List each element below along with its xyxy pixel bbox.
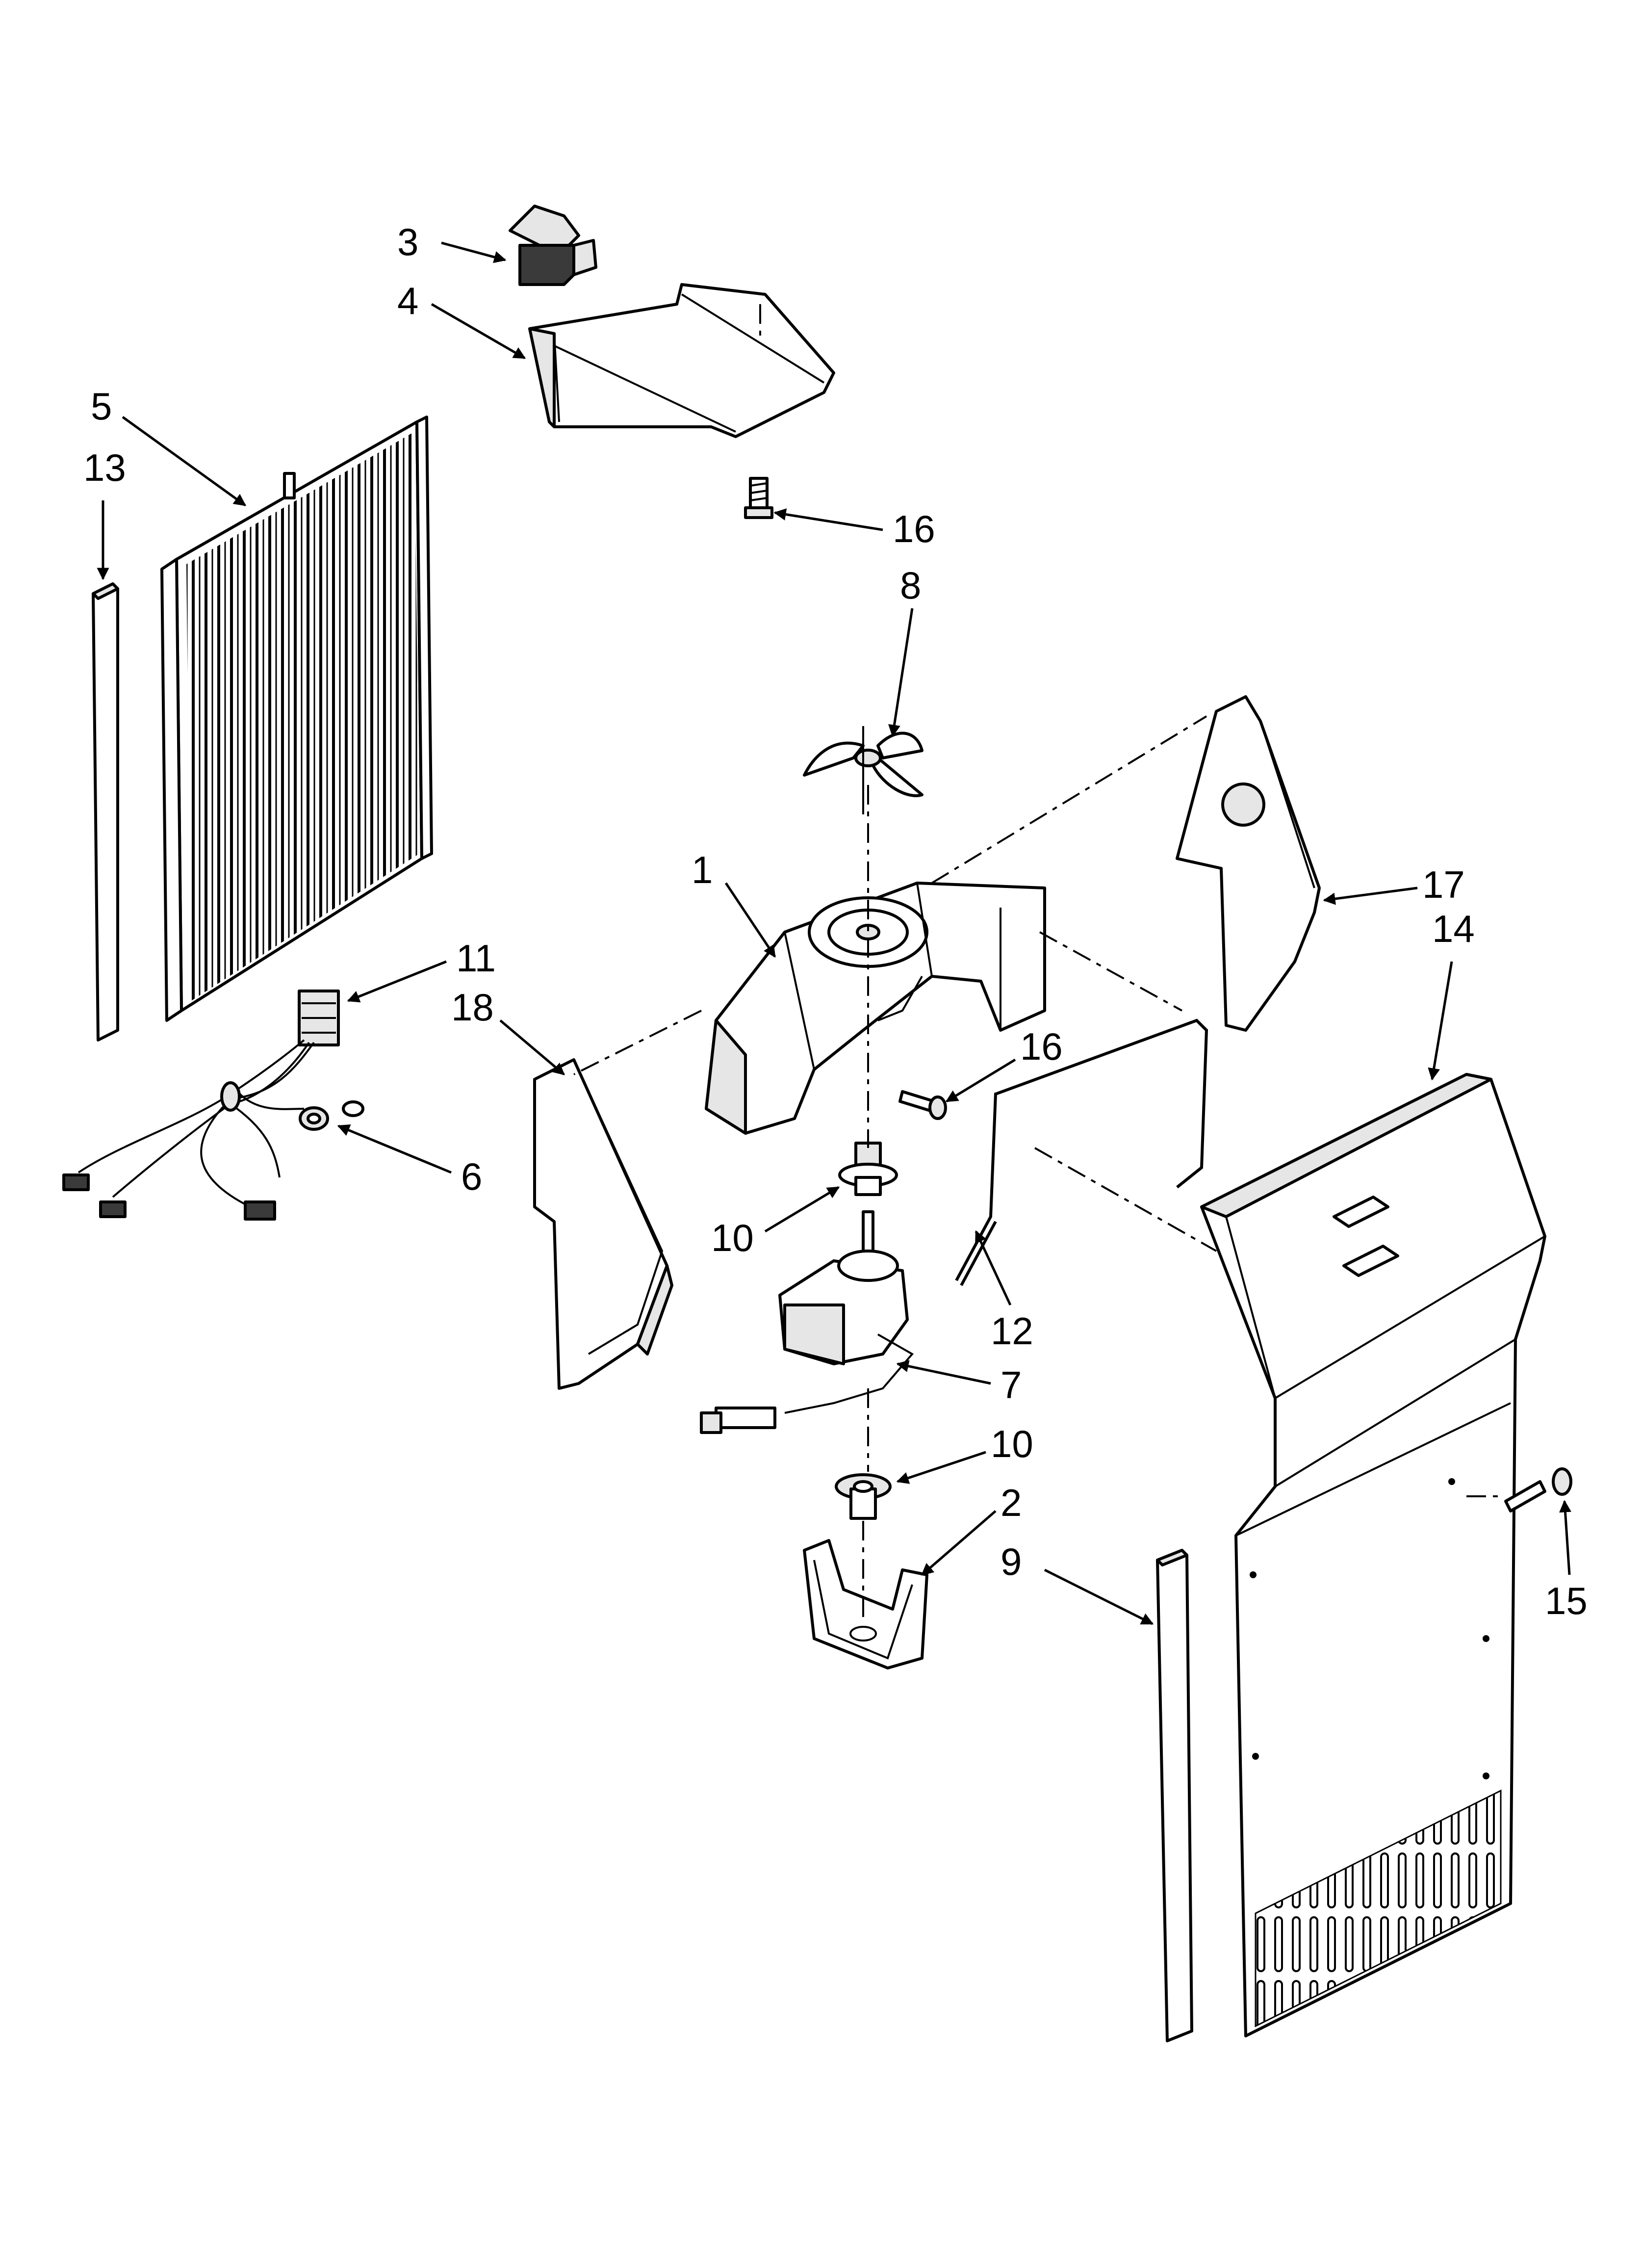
callout-18: 18 — [451, 986, 494, 1029]
callout-16-top: 16 — [893, 507, 935, 550]
screw-16-top — [744, 477, 773, 519]
callout-6: 6 — [461, 1155, 482, 1198]
evaporator-cover-part — [1200, 1073, 1546, 2037]
evaporator-grille-part — [160, 416, 433, 1022]
callout-5: 5 — [91, 385, 112, 428]
mount-10-lower — [835, 1473, 892, 1520]
damper-control-part — [509, 205, 597, 286]
callout-13: 13 — [83, 446, 126, 489]
callout-17: 17 — [1422, 863, 1465, 906]
alignment-lines — [573, 715, 1501, 1619]
callout-3: 3 — [397, 220, 418, 263]
insulator-17-part — [1176, 695, 1321, 1032]
callout-14: 14 — [1432, 907, 1475, 950]
screw-16-middle — [898, 1090, 947, 1120]
callout-16-middle: 16 — [1020, 1025, 1063, 1068]
foam-strip-right-part — [1156, 1549, 1193, 2042]
fan-housing-part — [705, 882, 1046, 1135]
callout-10-lower: 10 — [991, 1422, 1033, 1465]
callout-11: 11 — [456, 937, 496, 980]
callout-labels: 3 4 5 13 16 8 1 11 18 6 16 17 14 10 12 7… — [83, 220, 1588, 1622]
screw-15-part — [1504, 1467, 1572, 1512]
callout-4: 4 — [397, 279, 418, 322]
callout-8: 8 — [900, 564, 921, 607]
callout-7: 7 — [1001, 1363, 1022, 1407]
insulator-18-part — [533, 1058, 673, 1390]
motor-bracket-part — [803, 1539, 928, 1669]
air-duct-part — [528, 283, 835, 438]
leader-arrows — [97, 241, 1571, 1625]
foam-strip-left-part — [92, 582, 119, 1042]
wire-harness-part — [62, 990, 364, 1221]
callout-9: 9 — [1001, 1540, 1022, 1583]
callout-1: 1 — [692, 848, 713, 891]
callout-15: 15 — [1545, 1579, 1588, 1622]
callout-12: 12 — [991, 1309, 1033, 1353]
fan-blade-part — [803, 726, 924, 814]
fan-motor-part — [700, 1210, 914, 1434]
callout-2: 2 — [1001, 1481, 1022, 1524]
callout-10-upper: 10 — [711, 1216, 754, 1259]
mount-10-upper — [838, 1142, 898, 1196]
wire-brace-part — [955, 1018, 1208, 1286]
